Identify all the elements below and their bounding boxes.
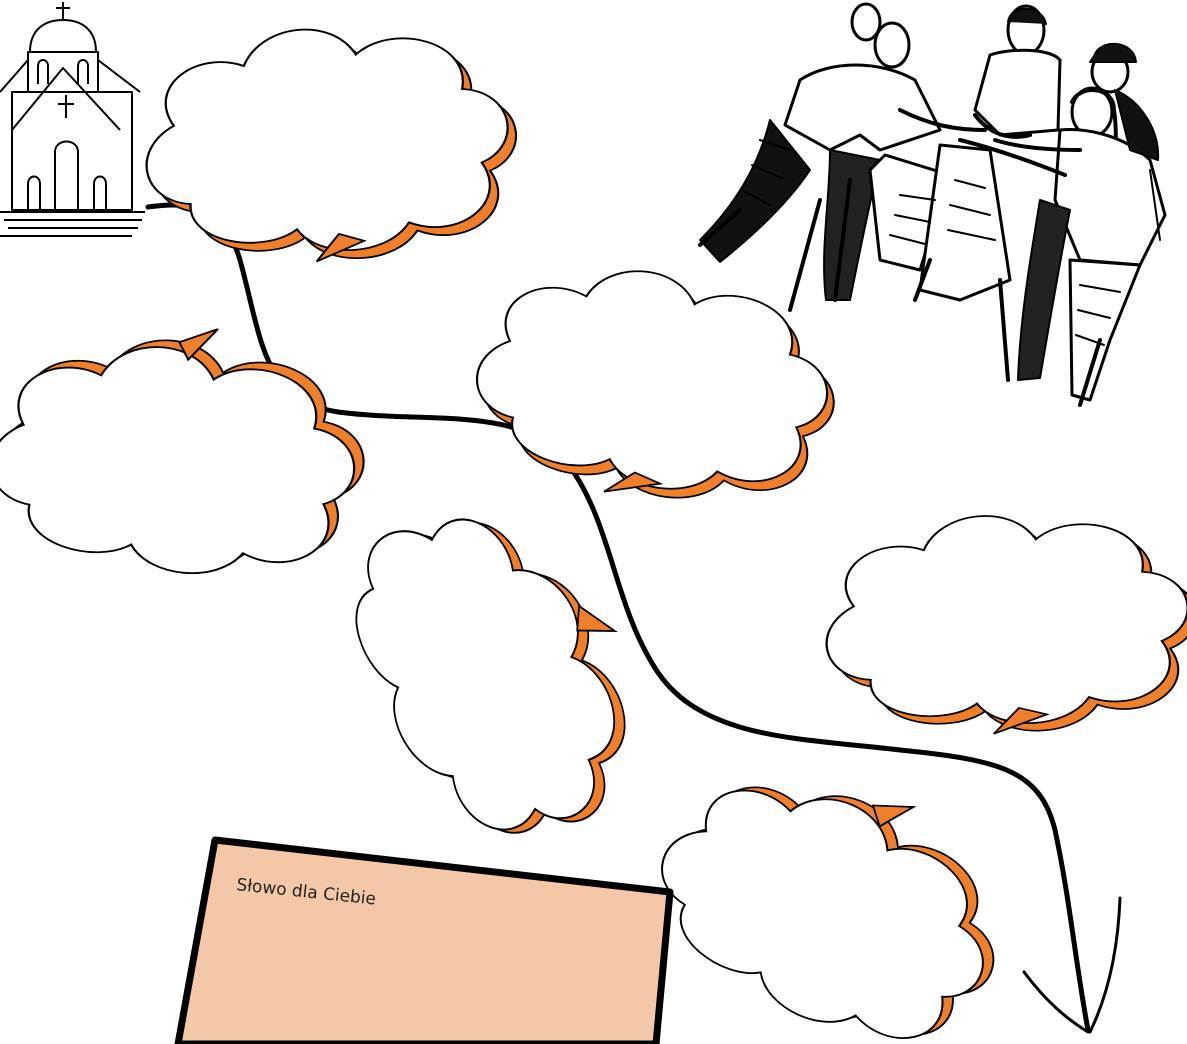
speech-cloud-2[interactable] <box>0 300 379 595</box>
arrow-head-right <box>1090 898 1120 1032</box>
note-card[interactable]: Słowo dla Ciebie <box>178 840 670 1044</box>
speech-cloud-3[interactable] <box>461 246 851 528</box>
note-card-paper <box>178 840 670 1044</box>
speech-cloud-5[interactable] <box>827 516 1187 734</box>
speech-cloud-4[interactable] <box>315 462 686 876</box>
speech-cloud-1[interactable] <box>147 30 516 262</box>
church-icon <box>0 2 145 236</box>
